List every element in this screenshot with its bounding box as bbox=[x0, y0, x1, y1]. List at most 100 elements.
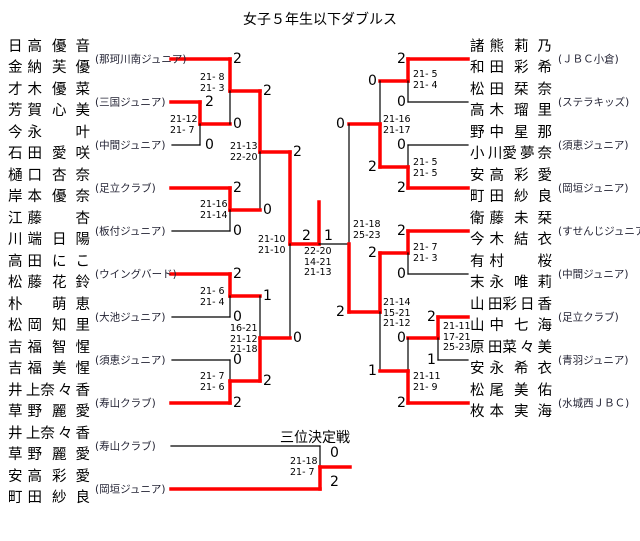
player-name: 芳賀心美 bbox=[8, 101, 90, 122]
player-given-name: 星那 bbox=[514, 125, 552, 141]
player-name: 松田栞奈 bbox=[470, 80, 552, 101]
match-score: 2 bbox=[397, 395, 406, 411]
match-score: 2 bbox=[263, 83, 272, 99]
player-surname: 松田 bbox=[470, 82, 504, 98]
team-names: 安高彩愛町田紗良 bbox=[8, 467, 90, 509]
match-score: 2 bbox=[397, 223, 406, 239]
match-score: 0 bbox=[233, 352, 242, 368]
player-surname: 才木 bbox=[8, 82, 42, 98]
player-name: 枚本実海 bbox=[470, 402, 552, 423]
club-label: (寿山クラブ) bbox=[95, 440, 156, 453]
game-scores: 21-10 21-10 bbox=[258, 234, 286, 256]
player-surname: 衛藤 bbox=[470, 211, 504, 227]
player-name: 山田彩日香 bbox=[470, 295, 552, 316]
player-given-name: 彩希 bbox=[514, 60, 552, 76]
game-scores: 21-13 22-20 bbox=[230, 141, 258, 163]
club-label: (岡垣ジュニア) bbox=[95, 483, 166, 496]
player-name: 高田にこ bbox=[8, 252, 90, 273]
club-label: (すせんじジュニア) bbox=[558, 225, 640, 238]
match-score: 2 bbox=[368, 245, 377, 261]
player-name: 吉福智惺 bbox=[8, 338, 90, 359]
match-score: 2 bbox=[336, 304, 345, 320]
match-score: 0 bbox=[397, 94, 406, 110]
player-name: 山中七海 bbox=[470, 316, 552, 337]
player-given-name: 唯莉 bbox=[514, 275, 552, 291]
club-label: (板付ジュニア) bbox=[95, 225, 166, 238]
player-name: 和田彩希 bbox=[470, 58, 552, 79]
player-surname: 井上 bbox=[8, 383, 41, 399]
player-given-name: 結衣 bbox=[514, 232, 552, 248]
player-surname: 山中 bbox=[470, 318, 504, 334]
player-name: 岸本優奈 bbox=[8, 187, 90, 208]
player-given-name: 七海 bbox=[514, 318, 552, 334]
player-surname: 有村 bbox=[470, 254, 504, 270]
match-score: 2 bbox=[397, 180, 406, 196]
player-given-name: 莉乃 bbox=[514, 39, 552, 55]
player-surname: 松岡 bbox=[8, 318, 42, 334]
team-names: 才木優菜芳賀心美 bbox=[8, 80, 90, 122]
player-name: 原田菜々美 bbox=[470, 338, 552, 359]
player-surname: 井上 bbox=[8, 426, 41, 442]
player-given-name: 実海 bbox=[514, 404, 552, 420]
player-given-name: 優音 bbox=[52, 39, 90, 55]
player-given-name: 紗良 bbox=[52, 490, 90, 506]
player-given-name: 杏 bbox=[75, 211, 91, 227]
player-surname: 江藤 bbox=[8, 211, 42, 227]
player-name: 井上奈々香 bbox=[8, 424, 90, 445]
match-score: 2 bbox=[233, 266, 242, 282]
club-label: (寿山クラブ) bbox=[95, 397, 156, 410]
team-names: 諸熊莉乃和田彩希 bbox=[470, 37, 552, 79]
match-score: 0 bbox=[205, 137, 214, 153]
player-surname: 町田 bbox=[8, 490, 42, 506]
player-surname: 松尾 bbox=[470, 383, 504, 399]
player-name: 樋口杏奈 bbox=[8, 166, 90, 187]
player-given-name: 瑠里 bbox=[514, 103, 552, 119]
club-label: (足立クラブ) bbox=[558, 311, 619, 324]
game-scores: 21- 7 21- 6 bbox=[200, 371, 225, 393]
player-surname: 石田 bbox=[8, 146, 42, 162]
club-label: (ＪＢＣ小倉) bbox=[558, 53, 619, 66]
team-names: 松尾美佑枚本実海 bbox=[470, 381, 552, 423]
player-name: 朴萌恵 bbox=[8, 295, 90, 316]
player-name: 草野麗愛 bbox=[8, 445, 90, 466]
team-names: 高田にこ松藤花鈴 bbox=[8, 252, 90, 294]
match-score: 0 bbox=[397, 266, 406, 282]
player-surname: 小川 bbox=[470, 146, 503, 162]
player-given-name: 日陽 bbox=[52, 232, 90, 248]
team-names: 有村桜末永唯莉 bbox=[470, 252, 552, 294]
player-surname: 末永 bbox=[470, 275, 504, 291]
player-surname: 金納 bbox=[8, 60, 42, 76]
player-name: 金納芙優 bbox=[8, 58, 90, 79]
team-names: 井上奈々香草野麗愛 bbox=[8, 424, 90, 466]
team-names: 野中星那小川愛夢奈 bbox=[470, 123, 552, 165]
match-score: 0 bbox=[397, 137, 406, 153]
match-score: 2 bbox=[205, 94, 214, 110]
player-surname: 今木 bbox=[470, 232, 504, 248]
player-surname: 松藤 bbox=[8, 275, 42, 291]
player-name: 今木結衣 bbox=[470, 230, 552, 251]
team-names: 江藤杏川端日陽 bbox=[8, 209, 90, 251]
player-name: 日高優音 bbox=[8, 37, 90, 58]
team-names: 安高彩愛町田紗良 bbox=[470, 166, 552, 208]
player-surname: 吉福 bbox=[8, 340, 42, 356]
match-score: 2 bbox=[233, 51, 242, 67]
game-scores: 21-16 21-17 bbox=[383, 114, 411, 136]
game-scores: 21- 5 21- 5 bbox=[413, 157, 438, 179]
third-place-title: 三位決定戦 bbox=[280, 430, 350, 446]
game-scores: 21- 5 21- 4 bbox=[413, 69, 438, 91]
match-score: 1 bbox=[368, 363, 377, 379]
team-names: 朴萌恵松岡知里 bbox=[8, 295, 90, 337]
club-label: (足立クラブ) bbox=[95, 182, 156, 195]
player-surname: 朴 bbox=[8, 297, 23, 313]
player-surname: 安永 bbox=[470, 361, 504, 377]
match-score: 2 bbox=[302, 228, 311, 244]
player-surname: 吉福 bbox=[8, 361, 42, 377]
club-label: (ステラキッズ) bbox=[558, 96, 630, 109]
player-name: 高木瑠里 bbox=[470, 101, 552, 122]
player-given-name: 杏奈 bbox=[52, 168, 90, 184]
player-name: 草野麗愛 bbox=[8, 402, 90, 423]
team-names: 山田彩日香山中七海 bbox=[470, 295, 552, 337]
player-given-name: 心美 bbox=[52, 103, 90, 119]
club-label: (須恵ジュニア) bbox=[95, 354, 166, 367]
